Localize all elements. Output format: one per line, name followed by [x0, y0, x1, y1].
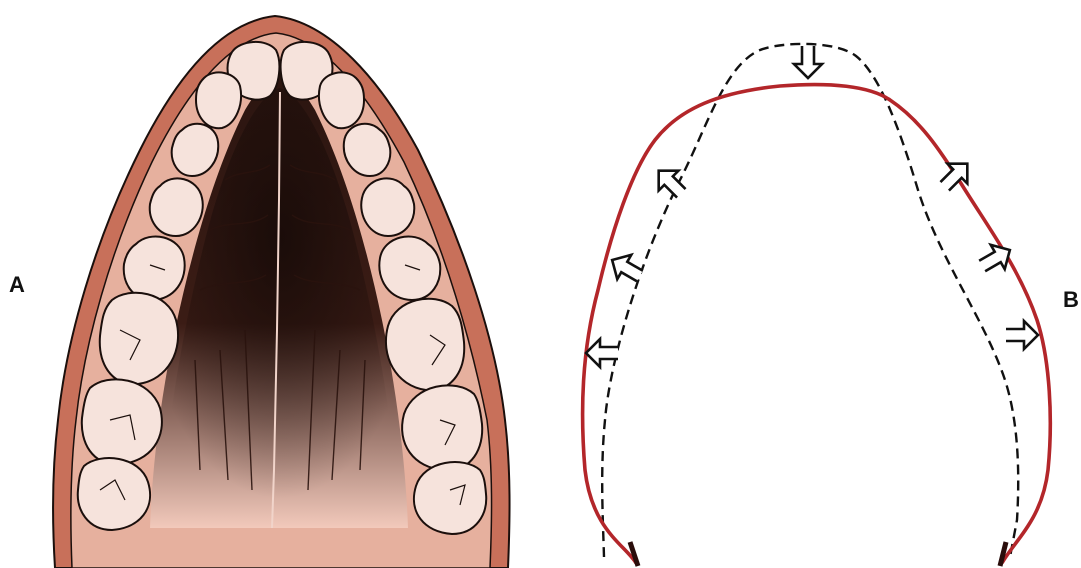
tooth: [402, 385, 482, 470]
tooth: [100, 293, 178, 384]
arch-end-right: [1000, 542, 1006, 566]
arrow-outward-icon: [586, 339, 618, 367]
tooth: [150, 178, 203, 236]
tooth: [82, 379, 162, 464]
tooth: [319, 72, 364, 128]
tooth: [196, 72, 241, 128]
panel-b-diagram: [583, 44, 1051, 566]
panel-a-illustration: [53, 16, 510, 568]
arrow-outward-icon: [794, 46, 822, 78]
tooth: [414, 462, 486, 534]
expanded-arch-outline: [583, 85, 1051, 563]
tooth: [78, 458, 150, 530]
arrow-outward-icon: [935, 154, 977, 196]
tooth: [386, 299, 464, 390]
arrow-outward-icon: [649, 161, 691, 203]
tooth: [379, 236, 440, 300]
arrow-outward-icon: [975, 238, 1017, 278]
tooth: [361, 178, 414, 236]
arrow-outward-icon: [605, 248, 647, 288]
arrow-outward-icon: [1006, 321, 1038, 349]
tooth: [124, 236, 185, 300]
original-arch-dashed: [602, 44, 1018, 557]
